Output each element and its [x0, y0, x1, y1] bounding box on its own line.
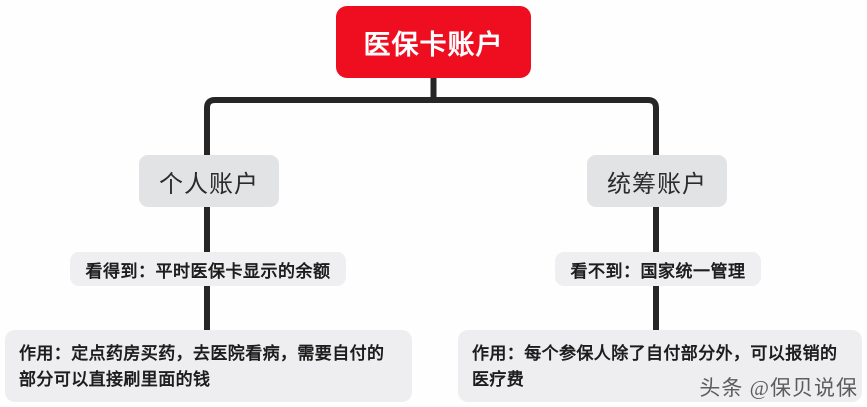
description-personal-account: 作用：定点药房买药，去医院看病，需要自付的部分可以直接刷里面的钱 [5, 330, 412, 402]
tag-personal-account-visibility: 看得到：平时医保卡显示的余额 [70, 252, 346, 286]
root-node-medical-insurance-card-account[interactable]: 医保卡账户 [336, 6, 531, 78]
connector-branch-bus [204, 97, 659, 155]
tag-pooled-account-visibility: 看不到：国家统一管理 [555, 252, 761, 286]
description-pooled-account: 作用：每个参保人除了自付部分外，可以报销的医疗费 [458, 330, 862, 402]
branch-node-pooled-account[interactable]: 统筹账户 [587, 155, 727, 207]
watermark-text: 头条 @保贝说保 [699, 376, 858, 400]
branch-node-personal-account[interactable]: 个人账户 [139, 155, 279, 207]
